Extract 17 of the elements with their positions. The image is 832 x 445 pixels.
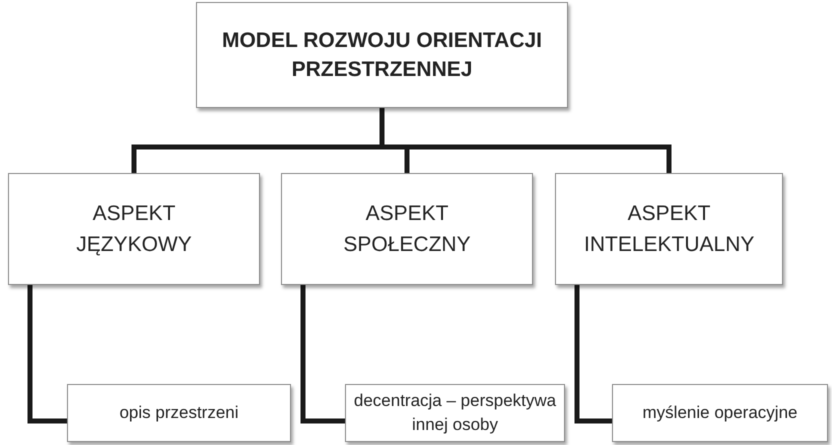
node-label: ASPEKT INTELEKTUALNY <box>584 200 754 258</box>
node-label: ASPEKT SPOŁECZNY <box>342 200 472 258</box>
process-box <box>67 384 291 442</box>
process-box <box>196 2 568 108</box>
process-box <box>612 384 828 442</box>
process-box <box>8 173 260 285</box>
connector-line <box>28 285 67 424</box>
node-label: MODEL ROZWOJU ORIENTACJI PRZESTRZENNEJ <box>220 28 544 83</box>
node-label: ASPEKT JĘZYKOWY <box>75 200 193 258</box>
node-label: myślenie operacyjne <box>642 402 798 424</box>
connector-line <box>300 285 345 424</box>
node-label: decentracja – perspektywa innej osoby <box>352 390 558 436</box>
node-label: opis przestrzeni <box>119 402 239 424</box>
process-box <box>345 384 565 442</box>
process-box <box>555 173 783 285</box>
connector-line <box>574 285 612 424</box>
process-box <box>281 173 533 285</box>
